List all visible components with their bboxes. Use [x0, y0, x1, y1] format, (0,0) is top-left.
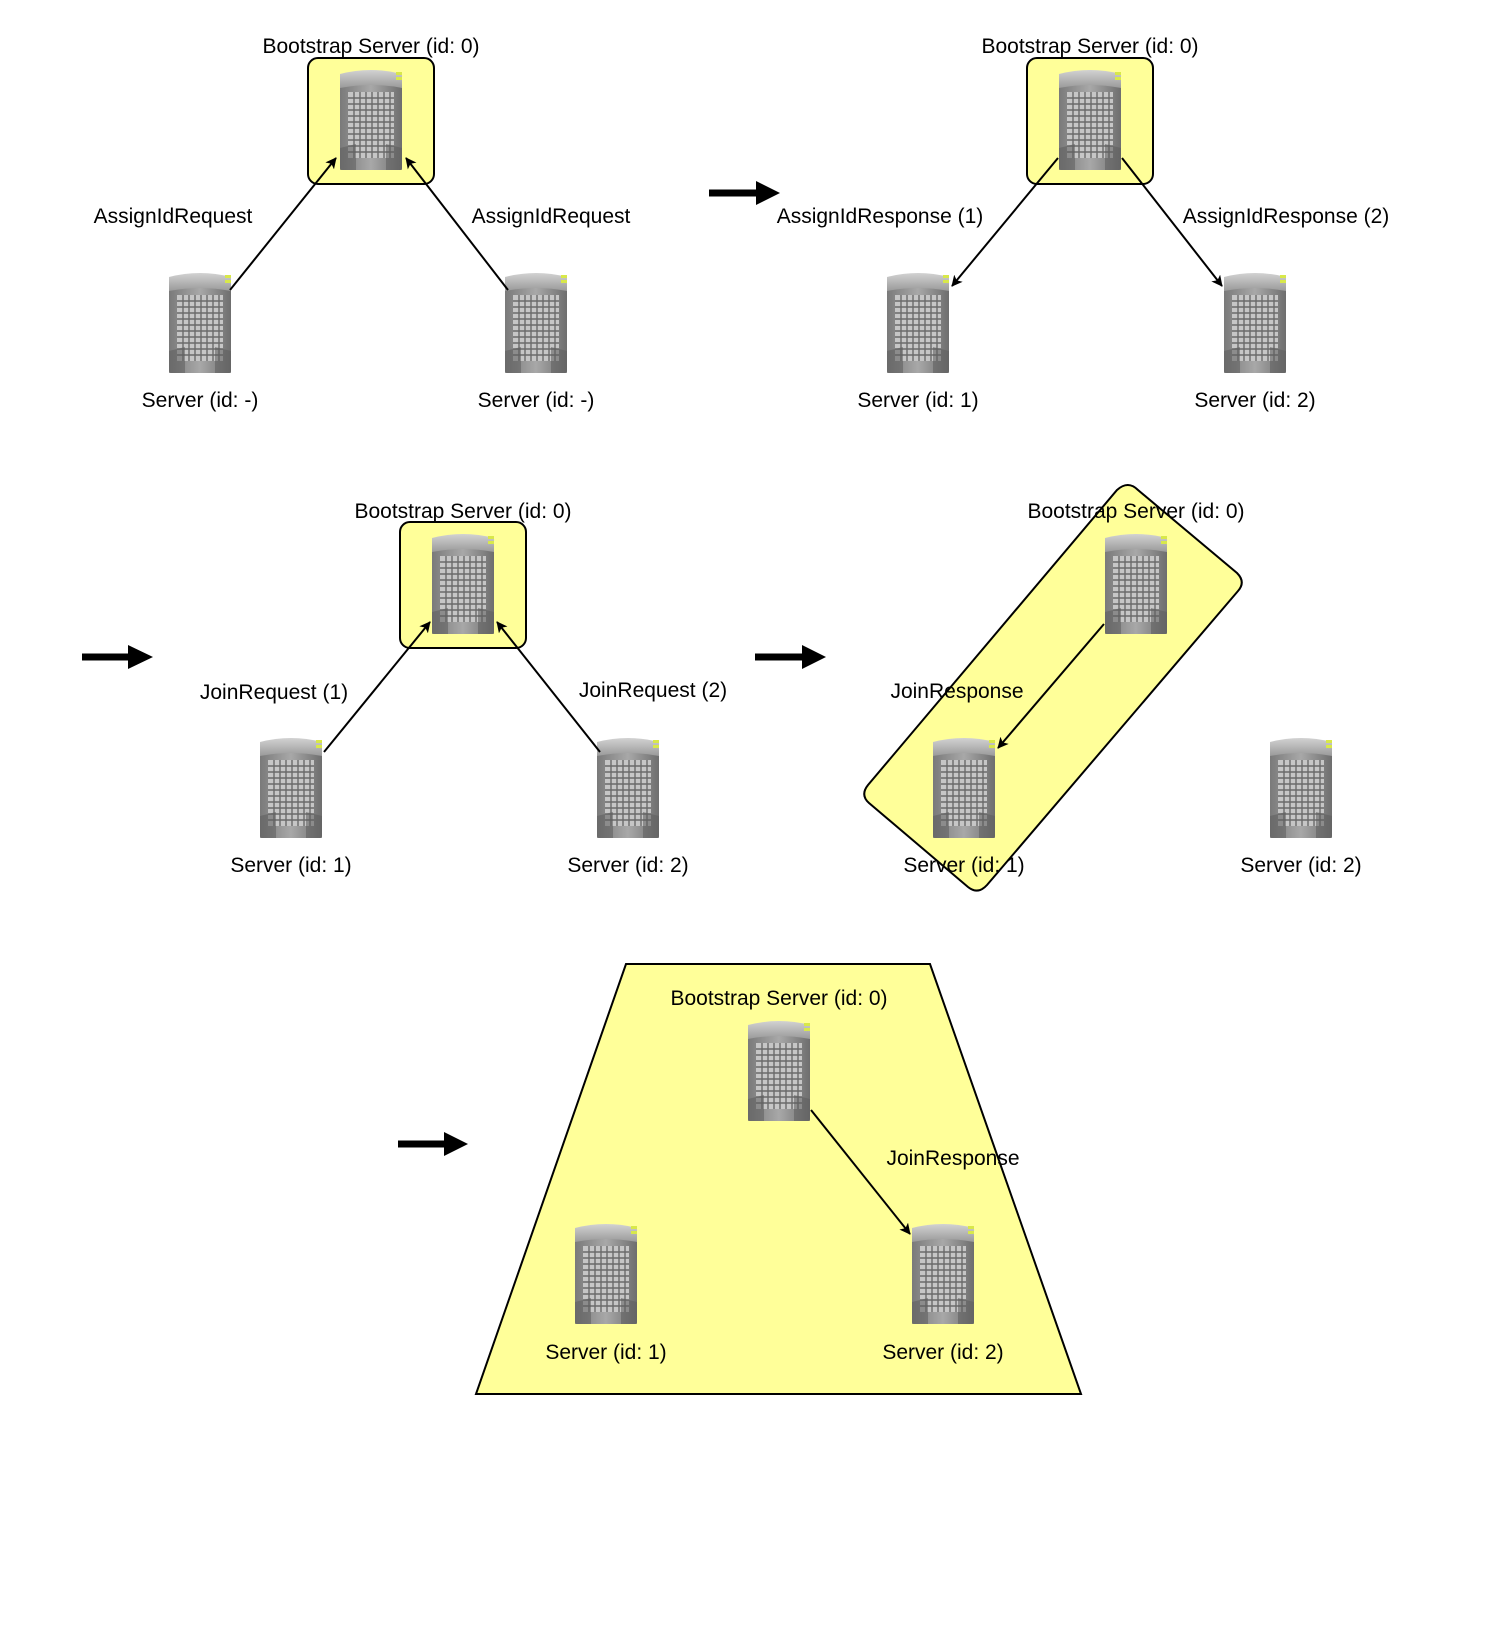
message-label: AssignIdResponse (1)	[777, 205, 984, 228]
step-arrow-head	[802, 645, 826, 669]
node-label: Server (id: 2)	[1240, 854, 1361, 877]
node-label: Server (id: 2)	[567, 854, 688, 877]
node-label: Server (id: 1)	[903, 854, 1024, 877]
step-arrow-head	[756, 181, 780, 205]
node-label: Bootstrap Server (id: 0)	[981, 35, 1198, 58]
panel-join-response-single: Bootstrap Server (id: 0) Server (id: 1) …	[863, 484, 1362, 892]
server-icon	[596, 737, 660, 839]
message-arrow	[496, 621, 601, 753]
server-icon	[1104, 533, 1168, 635]
node-label: Server (id: 2)	[1194, 389, 1315, 412]
node-label: Bootstrap Server (id: 0)	[262, 35, 479, 58]
node-label: Server (id: 2)	[882, 1341, 1003, 1364]
server-icon	[259, 737, 323, 839]
message-arrow	[810, 1109, 911, 1235]
node-label: Server (id: 1)	[545, 1341, 666, 1364]
message-label: JoinResponse	[890, 680, 1023, 703]
server-icon	[911, 1223, 975, 1325]
server-icon	[932, 737, 996, 839]
message-arrow	[1121, 157, 1223, 287]
node-label: Bootstrap Server (id: 0)	[354, 500, 571, 523]
panel-join-response-cluster: Bootstrap Server (id: 0) Server (id: 1) …	[474, 963, 1083, 1395]
message-arrow	[405, 157, 509, 291]
node-label: Server (id: -)	[478, 389, 595, 412]
panel-assign-id-response: Bootstrap Server (id: 0) Server (id: 1) …	[777, 35, 1390, 412]
server-icon	[1058, 69, 1122, 171]
message-arrow	[951, 157, 1059, 287]
server-icon	[504, 272, 568, 374]
step-arrow-head	[444, 1132, 468, 1156]
server-icon	[747, 1020, 811, 1122]
message-arrow	[323, 621, 431, 753]
message-label: AssignIdResponse (2)	[1183, 205, 1390, 228]
server-icon	[431, 533, 495, 635]
message-arrow	[997, 623, 1105, 749]
message-label: JoinRequest (2)	[579, 679, 727, 702]
message-label: JoinRequest (1)	[200, 681, 348, 704]
server-icon	[886, 272, 950, 374]
node-label: Server (id: 1)	[230, 854, 351, 877]
node-label: Bootstrap Server (id: 0)	[670, 987, 887, 1010]
step-arrow-head	[128, 645, 153, 669]
panel-join-request: Bootstrap Server (id: 0) Server (id: 1) …	[200, 500, 727, 877]
message-label: AssignIdRequest	[94, 205, 253, 228]
message-label: JoinResponse	[886, 1147, 1019, 1170]
node-label: Server (id: -)	[142, 389, 259, 412]
server-icon	[168, 272, 232, 374]
panel-assign-id-request: Bootstrap Server (id: 0) Server (id: -) …	[94, 35, 631, 412]
server-icon	[574, 1223, 638, 1325]
server-icon	[1269, 737, 1333, 839]
message-label: AssignIdRequest	[472, 205, 631, 228]
server-icon	[339, 69, 403, 171]
node-label: Bootstrap Server (id: 0)	[1027, 500, 1244, 523]
server-icon	[1223, 272, 1287, 374]
node-label: Server (id: 1)	[857, 389, 978, 412]
message-arrow	[229, 157, 337, 291]
